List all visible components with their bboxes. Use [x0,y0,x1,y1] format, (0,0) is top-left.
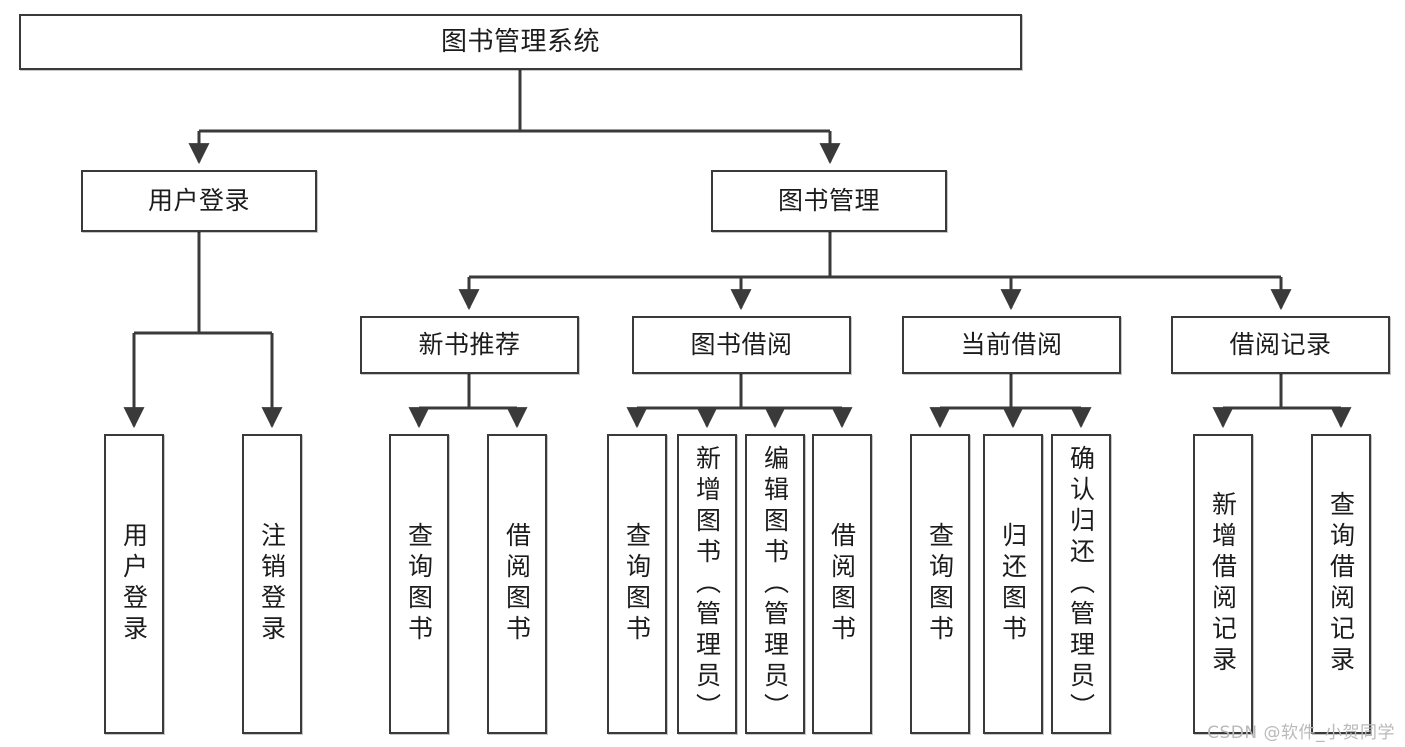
leaf-borrow-edit-book-label: 编辑图书（管理员） [760,444,790,724]
leaf-current-confirm-return-label: 确认归还（管理员） [1066,444,1096,724]
node-book-manage[interactable]: 图书管理 [711,170,947,232]
leaf-record-query-record-label: 查询借阅记录 [1326,491,1356,677]
leaf-borrow-add-book[interactable]: 新增图书（管理员） [677,434,737,734]
leaf-borrow-borrow-book[interactable]: 借阅图书 [812,434,872,734]
leaf-current-return-book-label: 归还图书 [998,522,1028,646]
node-current-borrow[interactable]: 当前借阅 [902,316,1121,374]
leaf-borrow-query-book-label: 查询图书 [622,522,652,646]
leaf-record-add-record-label: 新增借阅记录 [1208,491,1238,677]
leaf-recommend-borrow-book-label: 借阅图书 [502,522,532,646]
leaf-borrow-query-book[interactable]: 查询图书 [607,434,667,734]
node-new-book-recommend[interactable]: 新书推荐 [360,316,579,374]
node-root-label: 图书管理系统 [440,26,600,57]
leaf-current-query-book-label: 查询图书 [925,522,955,646]
leaf-recommend-borrow-book[interactable]: 借阅图书 [487,434,547,734]
node-borrow-record[interactable]: 借阅记录 [1171,316,1390,374]
leaf-borrow-edit-book[interactable]: 编辑图书（管理员） [745,434,805,734]
leaf-user-logout[interactable]: 注销登录 [242,434,302,734]
leaf-user-login-label: 用户登录 [119,522,149,646]
node-borrow-record-label: 借阅记录 [1229,330,1332,360]
leaf-current-return-book[interactable]: 归还图书 [983,434,1043,734]
node-book-manage-label: 图书管理 [777,186,880,216]
leaf-record-add-record[interactable]: 新增借阅记录 [1193,434,1253,734]
leaf-borrow-borrow-book-label: 借阅图书 [827,522,857,646]
leaf-recommend-query-book-label: 查询图书 [404,522,434,646]
node-book-borrow-label: 图书借阅 [690,330,793,360]
node-current-borrow-label: 当前借阅 [960,330,1063,360]
node-user-login[interactable]: 用户登录 [81,170,317,232]
leaf-user-login[interactable]: 用户登录 [104,434,164,734]
leaf-record-query-record[interactable]: 查询借阅记录 [1311,434,1371,734]
node-root[interactable]: 图书管理系统 [19,14,1022,70]
leaf-recommend-query-book[interactable]: 查询图书 [389,434,449,734]
node-new-book-recommend-label: 新书推荐 [418,330,521,360]
leaf-current-query-book[interactable]: 查询图书 [910,434,970,734]
leaf-borrow-add-book-label: 新增图书（管理员） [692,444,722,724]
leaf-user-logout-label: 注销登录 [257,522,287,646]
node-user-login-label: 用户登录 [147,186,250,216]
watermark: CSDN @软件_小贺同学 [1207,723,1395,743]
leaf-current-confirm-return[interactable]: 确认归还（管理员） [1051,434,1111,734]
node-book-borrow[interactable]: 图书借阅 [632,316,851,374]
